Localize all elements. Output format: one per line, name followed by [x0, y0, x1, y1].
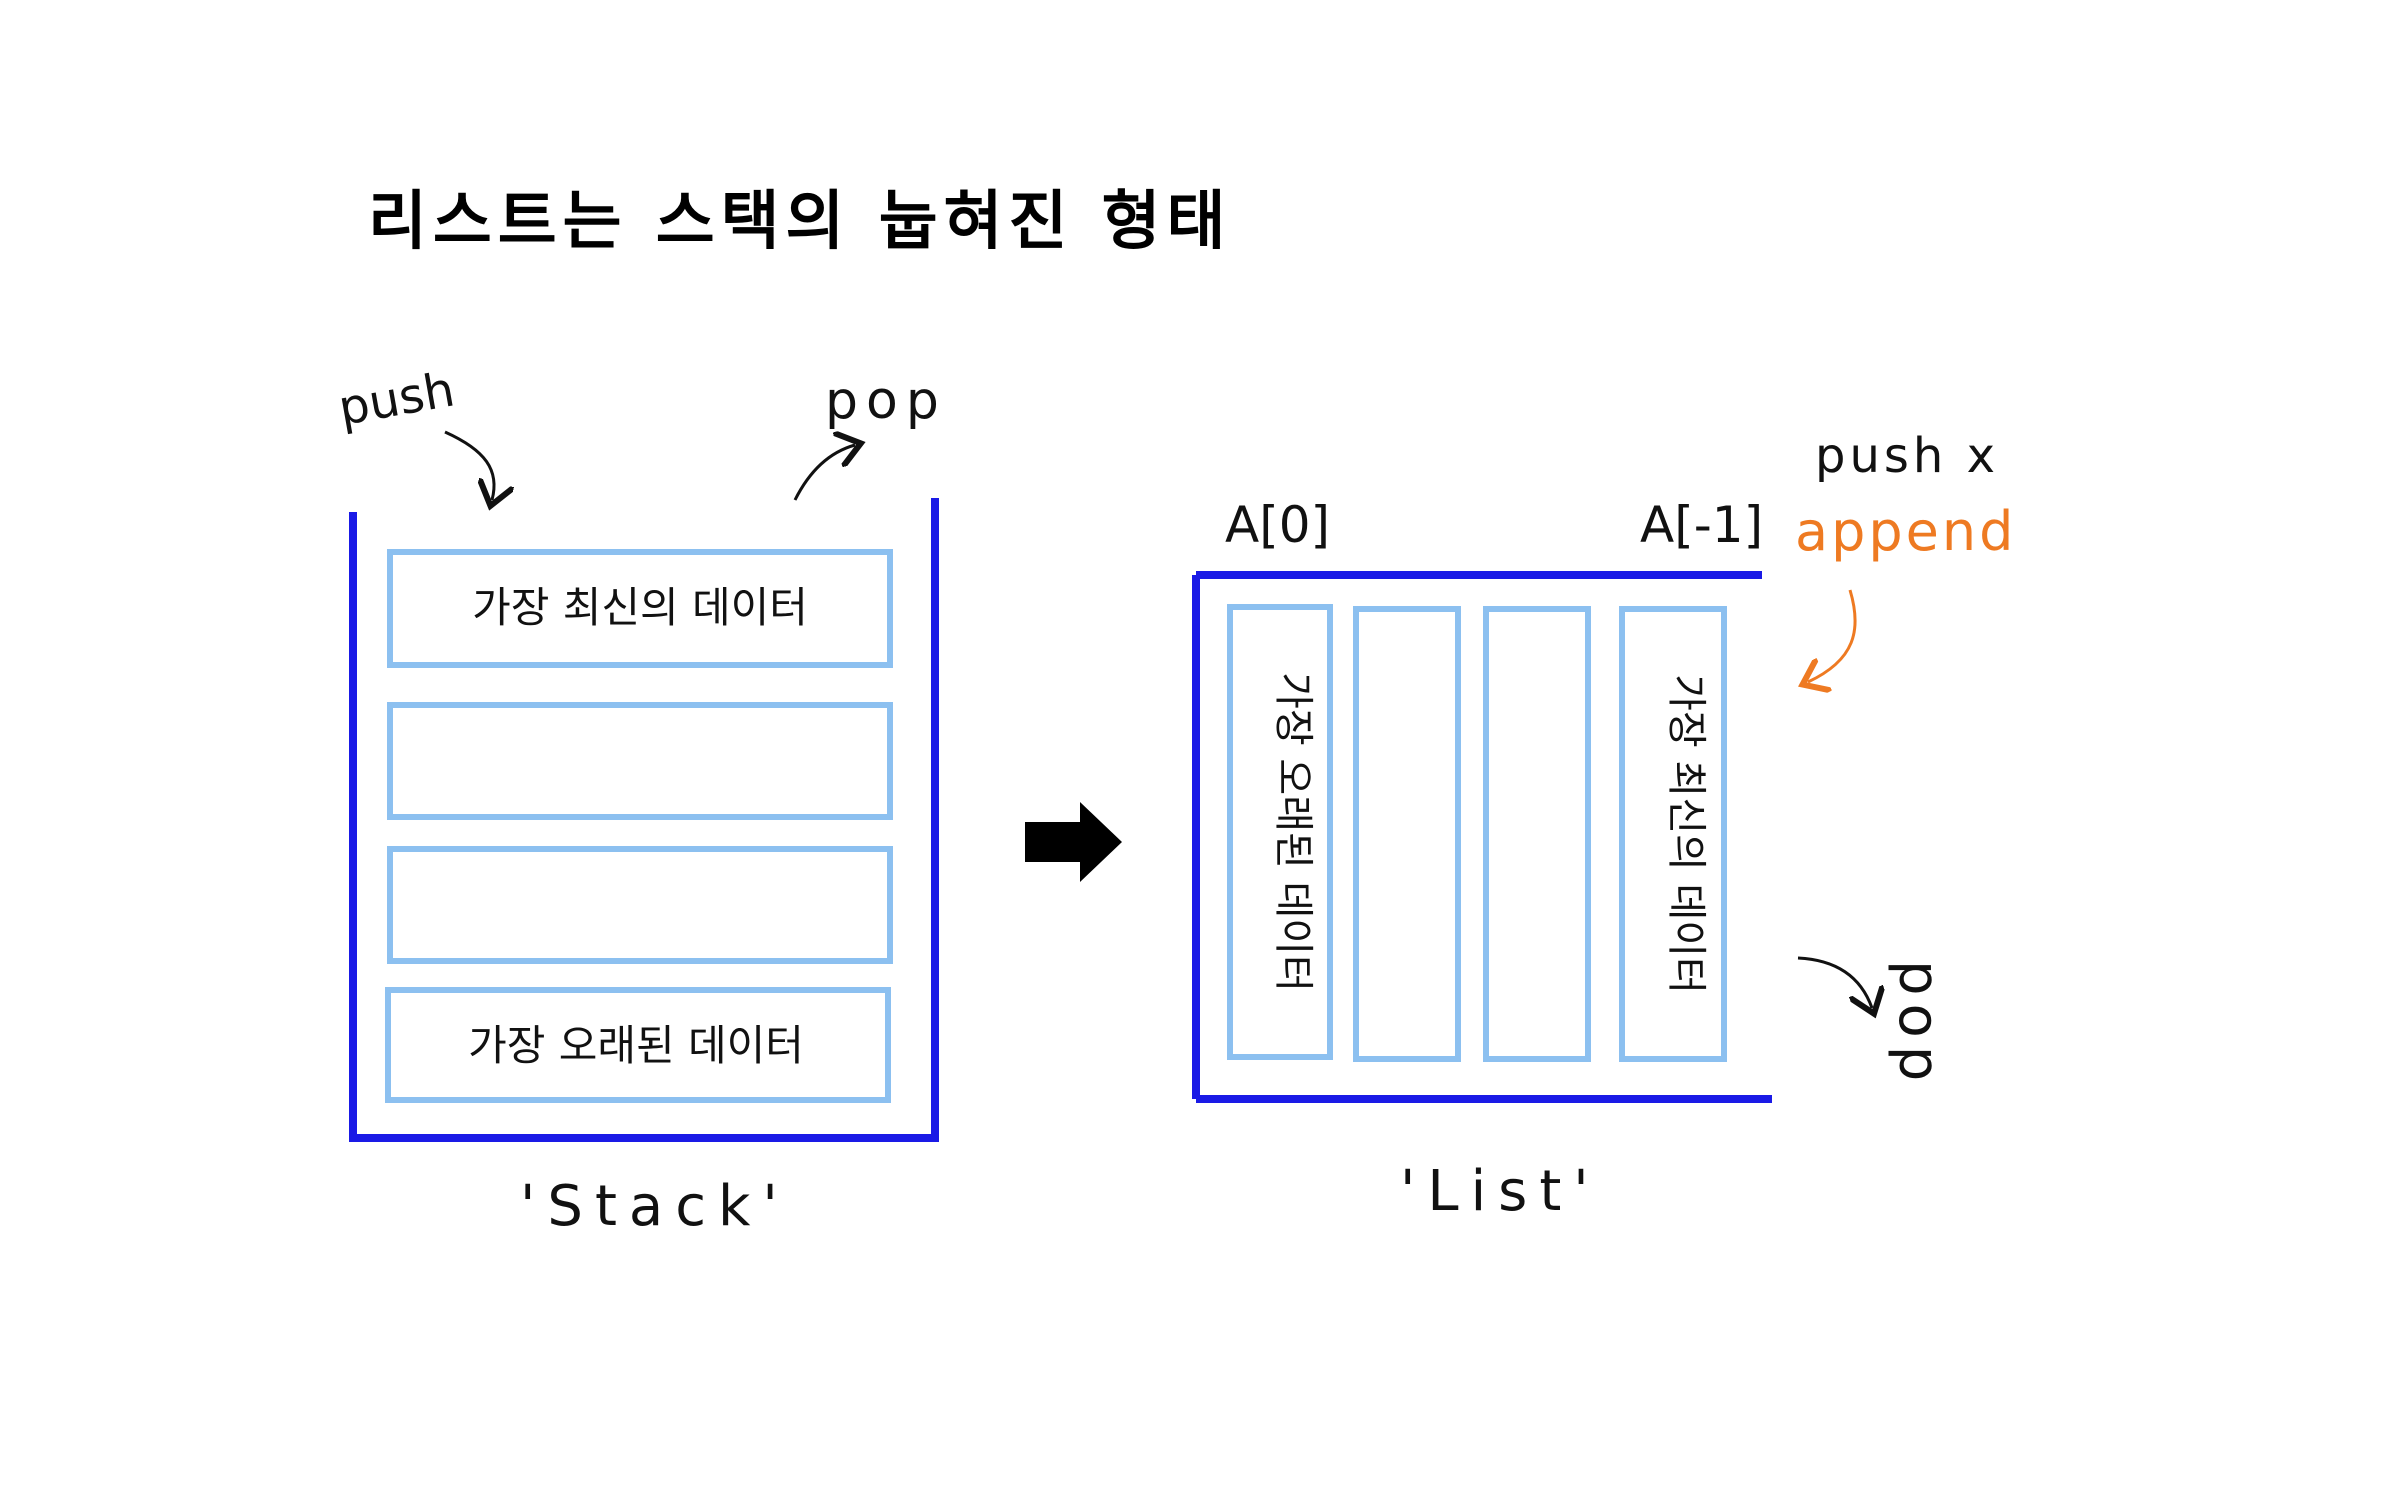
stack-pop-arrow	[793, 445, 855, 501]
list-slot-label: 가장 오래된 데이터	[1270, 672, 1316, 992]
list-slot	[1353, 606, 1461, 1062]
stack-pop-label: pop	[825, 371, 947, 431]
list-diagram: 가장 오래된 데이터 가장 최신의 데이터 A[0] A[-1] push x …	[1192, 428, 2016, 1224]
list-append-label: append	[1795, 500, 2016, 563]
list-caption: 'List'	[1400, 1159, 1601, 1224]
list-index-first: A[0]	[1225, 496, 1330, 554]
stack-slot-label: 가장 최신의 데이터	[472, 583, 808, 632]
list-pop-arrow	[1797, 956, 1872, 1008]
stack-slot	[387, 846, 893, 964]
list-index-last: A[-1]	[1640, 496, 1763, 554]
list-push-label: push x	[1815, 428, 1999, 484]
list-slot: 가장 최신의 데이터	[1619, 606, 1727, 1062]
diagram-title: 리스트는 스택의 눕혀진 형태	[368, 185, 1232, 259]
list-slot-label: 가장 최신의 데이터	[1663, 674, 1709, 994]
transform-arrow-icon	[1025, 802, 1122, 882]
stack-slot	[387, 702, 893, 820]
list-slot: 가장 오래된 데이터	[1227, 604, 1333, 1060]
stack-slot-label: 가장 오래된 데이터	[468, 1021, 804, 1070]
stack-push-arrow	[444, 430, 494, 500]
list-slot	[1483, 606, 1591, 1062]
stack-caption: 'Stack'	[520, 1174, 790, 1239]
stack-diagram: 가장 최신의 데이터 가장 오래된 데이터 push pop 'Stack'	[334, 361, 947, 1239]
stack-slot: 가장 오래된 데이터	[385, 987, 891, 1103]
list-append-arrow	[1808, 589, 1857, 682]
list-pop-label: pop	[1886, 960, 1951, 1089]
stack-push-label: push	[334, 361, 458, 436]
stack-slot: 가장 최신의 데이터	[387, 549, 893, 668]
stack-container	[349, 498, 939, 1142]
